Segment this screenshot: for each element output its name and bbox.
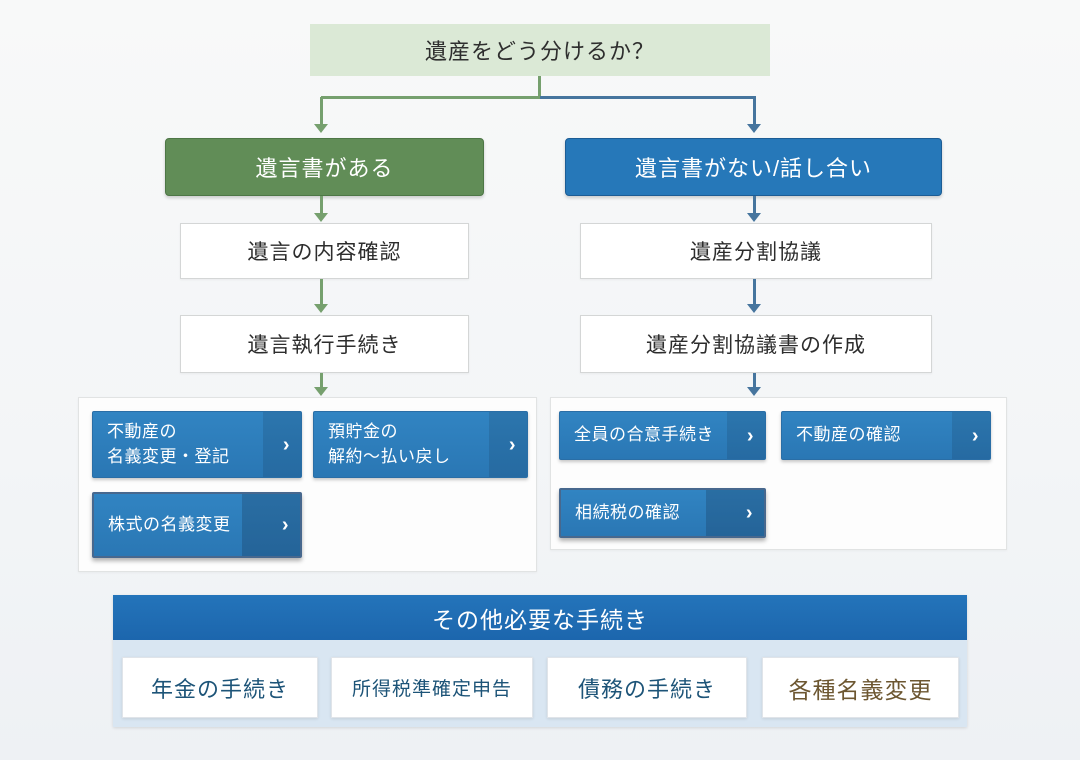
arrow-down-to-right-branch [747,97,762,133]
flow-arrow [314,279,329,313]
debt-procedures-card[interactable]: 債務の手続き [547,657,747,718]
left-branch-header-label: 遺言書がある [255,156,394,181]
button-label-line1: 株式の名義変更 [108,514,231,534]
unanimous-consent-button[interactable]: 全員の合意手続き › [559,411,766,460]
flow-arrow [747,279,762,313]
connector-left-branch-line [321,96,540,99]
root-question-box: 遺産をどう分けるか？ [310,24,770,76]
right-branch-header-label: 遺言書がない/話し合い [634,156,873,181]
button-label-line1: 相続税の確認 [575,502,680,522]
other-procedures-header: その他必要な手続き [113,595,967,640]
step-label: 遺産分割協議 [690,241,822,264]
real-estate-transfer-button[interactable]: 不動産の 名義変更・登記 › [92,411,302,478]
real-estate-check-button[interactable]: 不動産の確認 › [781,411,991,460]
step-label: 遺言執行手続き [247,334,402,357]
button-right-cap [706,490,764,536]
name-change-card[interactable]: 各種名義変更 [762,657,959,718]
stock-transfer-button[interactable]: 株式の名義変更 › [92,492,302,558]
button-right-cap [489,412,527,477]
right-step-agreement-document: 遺産分割協議書の作成 [580,315,932,373]
chevron-right-icon: › [282,433,290,456]
connector-right-branch-line [540,96,756,99]
button-label-line2: 名義変更・登記 [107,446,230,466]
step-label: 遺言の内容確認 [247,241,402,264]
flow-arrow [314,373,329,396]
step-label: 遺産分割協議書の作成 [646,334,866,357]
flow-arrow [314,196,329,222]
button-right-cap [263,412,301,477]
other-procedures-panel: その他必要な手続き 年金の手続き 所得税準確定申告 債務の手続き 各種名義変更 [113,595,967,727]
left-step-confirm-will: 遺言の内容確認 [180,223,469,279]
flow-arrow [747,196,762,222]
button-label-line1: 不動産の [107,421,177,441]
button-right-cap [242,494,300,556]
button-label-line1: 全員の合意手続き [574,425,714,445]
button-right-cap [727,412,765,459]
item-label: 年金の手続き [150,676,289,702]
item-label: 各種名義変更 [788,676,933,703]
other-procedures-title: その他必要な手続き [432,606,648,633]
chevron-right-icon: › [745,502,753,524]
left-actions-group: 不動産の 名義変更・登記 › 預貯金の 解約〜払い戻し › 株式の名義変更 › [78,397,537,572]
root-question-label: 遺産をどう分けるか？ [424,39,655,64]
right-actions-group: 全員の合意手続き › 不動産の確認 › 相続税の確認 › [550,397,1007,550]
chevron-right-icon: › [508,433,516,456]
pension-procedures-card[interactable]: 年金の手続き [122,657,318,718]
item-label: 所得税準確定申告 [351,679,512,700]
chevron-right-icon: › [281,514,289,536]
chevron-right-icon: › [971,424,979,447]
button-label-line1: 預貯金の [328,421,398,441]
inheritance-tax-check-button[interactable]: 相続税の確認 › [559,488,766,538]
button-label-line1: 不動産の確認 [796,425,901,445]
connector-stub [538,76,541,98]
left-step-execute-will: 遺言執行手続き [180,315,469,373]
chevron-right-icon: › [746,424,754,447]
right-step-division-discussion: 遺産分割協議 [580,223,932,279]
item-label: 債務の手続き [577,676,716,702]
left-branch-header: 遺言書がある [165,138,484,196]
right-branch-header: 遺言書がない/話し合い [565,138,942,196]
arrow-down-to-left-branch [314,97,329,133]
income-tax-return-card[interactable]: 所得税準確定申告 [331,657,533,718]
button-right-cap [952,412,990,459]
button-label-line2: 解約〜払い戻し [328,446,451,466]
deposit-cancellation-button[interactable]: 預貯金の 解約〜払い戻し › [313,411,528,478]
flow-arrow [747,373,762,396]
